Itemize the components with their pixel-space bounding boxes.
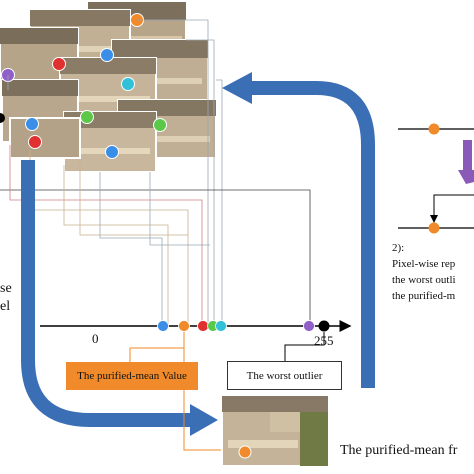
axis-max-label: 255 bbox=[314, 333, 334, 348]
axis-pixel-marker bbox=[318, 320, 330, 332]
step2-bottom-marker bbox=[428, 222, 440, 234]
axis-pixel-marker bbox=[178, 320, 190, 332]
left-text-fragment-1: se bbox=[0, 281, 12, 296]
step2-text-line-1: Pixel-wise rep bbox=[392, 258, 456, 270]
axis-pixel-marker bbox=[157, 320, 169, 332]
purified-mean-frame-caption: The purified-mean fr bbox=[340, 443, 458, 458]
step2-purple-arrow-head bbox=[458, 170, 474, 184]
frame-pixel-marker bbox=[80, 110, 94, 124]
flow-arrows bbox=[21, 72, 375, 436]
left-text-fragment-2: el bbox=[0, 299, 11, 314]
purified-mean-value-label: The purified-mean Value bbox=[66, 362, 198, 390]
frame-pixel-marker bbox=[25, 117, 39, 131]
step2-purple-arrow-shaft bbox=[463, 140, 472, 170]
step2-text-line-2: the worst outli bbox=[392, 274, 456, 286]
step2-diagram bbox=[398, 123, 474, 234]
flow-arrow-down-head bbox=[190, 404, 218, 436]
frame-pixel-markers bbox=[0, 13, 167, 159]
axis-min-label: 0 bbox=[92, 331, 99, 346]
video-frame-9 bbox=[9, 117, 81, 159]
purified-frame-marker bbox=[238, 445, 252, 459]
axis-pixel-marker bbox=[215, 320, 227, 332]
mapping-lines bbox=[0, 19, 311, 325]
frame-pixel-marker bbox=[121, 77, 135, 91]
flow-arrow-up bbox=[250, 81, 375, 388]
frame-pixel-marker bbox=[0, 113, 5, 123]
video-frame-stack bbox=[0, 1, 217, 173]
frame-pixel-marker bbox=[28, 135, 42, 149]
flow-arrow-up-head bbox=[222, 72, 252, 104]
frame-pixel-marker bbox=[52, 57, 66, 71]
step2-number: 2): bbox=[392, 242, 405, 254]
axis-pixel-marker bbox=[197, 320, 209, 332]
worst-outlier-label: The worst outlier bbox=[227, 361, 342, 390]
frame-pixel-marker bbox=[153, 118, 167, 132]
step2-top-marker bbox=[428, 123, 440, 135]
flow-arrow-down bbox=[21, 160, 192, 427]
purified-mean-frame bbox=[221, 395, 329, 467]
step2-text-line-3: the purified-m bbox=[392, 290, 456, 302]
frame-pixel-marker bbox=[105, 145, 119, 159]
axis-pixel-marker bbox=[303, 320, 315, 332]
frame-pixel-marker bbox=[100, 48, 114, 62]
intensity-axis bbox=[40, 320, 352, 332]
